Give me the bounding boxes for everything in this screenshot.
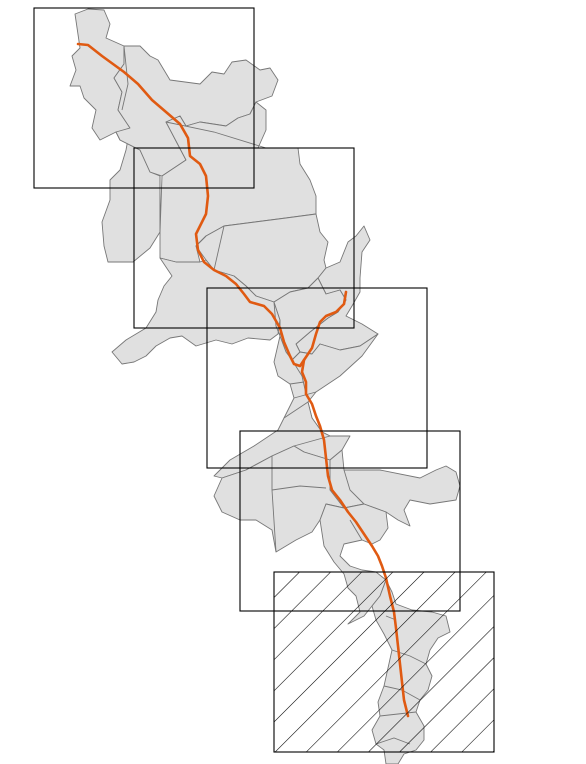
map-frame-5-hatch (274, 572, 494, 752)
main-route (76, 42, 410, 718)
map-frame-2[interactable] (133, 147, 355, 329)
map-frame-5[interactable] (273, 571, 495, 753)
map-frame-3[interactable] (206, 287, 428, 469)
route-layer (76, 42, 410, 718)
map-frame-1[interactable] (33, 7, 255, 189)
frame-layer (33, 7, 495, 753)
branch-route (302, 290, 348, 362)
